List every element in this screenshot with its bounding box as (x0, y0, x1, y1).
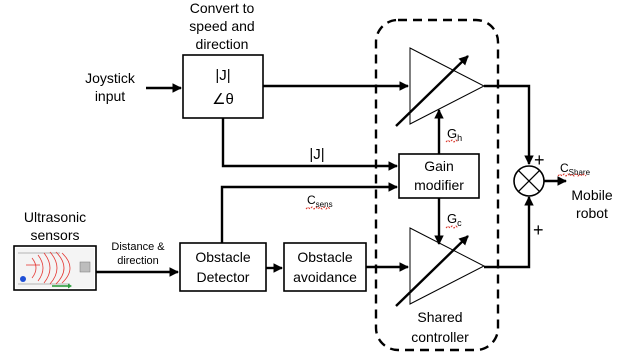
obstacle-avoidance-block (283, 242, 367, 292)
convert-label-3: direction (196, 36, 249, 52)
bottom-gain-amplifier (395, 227, 486, 307)
angle-symbol: ∠θ (212, 91, 234, 108)
obstacle-detector-label-1: Obstacle (195, 249, 250, 265)
joystick-label-2: input (95, 88, 125, 104)
ultrasonic-sensor-image (13, 245, 97, 291)
obstacle-avoidance-label-1: Obstacle (297, 249, 352, 265)
g-h-label: Gh (447, 126, 462, 143)
distance-label-1: Distance & (111, 241, 165, 253)
ultrasonic-label-1: Ultrasonic (24, 209, 86, 225)
magnitude-wire-label: |J| (309, 146, 324, 163)
g-c-label: Gc (447, 211, 462, 228)
obstacle-detector-block (179, 242, 267, 292)
magnitude-symbol: |J| (215, 67, 230, 84)
c-share-label: CShare (560, 161, 591, 177)
top-amp-to-sum-arrow (484, 84, 534, 165)
shared-controller-label-2: controller (411, 329, 469, 345)
mobile-robot-label-1: Mobile (571, 187, 612, 203)
summing-junction (513, 165, 545, 197)
magnitude-to-gain-arrow (221, 118, 398, 171)
obstacle-avoidance-label-2: avoidance (293, 269, 357, 285)
detector-to-gain-arrow (220, 182, 398, 243)
mobile-robot-label-2: robot (576, 205, 608, 221)
convert-label-2: speed and (189, 18, 254, 34)
top-gain-amplifier (395, 47, 486, 127)
shared-controller-boundary (374, 18, 500, 352)
shared-controller-label-1: Shared (417, 309, 462, 325)
converter-block (182, 54, 264, 119)
obstacle-detector-label-2: Detector (197, 269, 250, 285)
distance-label-2: direction (117, 255, 159, 267)
ultrasonic-label-2: sensors (30, 227, 79, 243)
plus-top-sign: + (534, 150, 545, 170)
gain-modifier-label-2: modifier (414, 177, 464, 193)
plus-bottom-sign: + (533, 220, 544, 240)
convert-label-1: Convert to (190, 0, 255, 16)
c-sens-label: Csens (307, 193, 333, 209)
gain-modifier-label-1: Gain (424, 158, 454, 174)
joystick-label-1: Joystick (85, 70, 136, 86)
bottom-amp-to-sum-arrow (484, 196, 534, 269)
